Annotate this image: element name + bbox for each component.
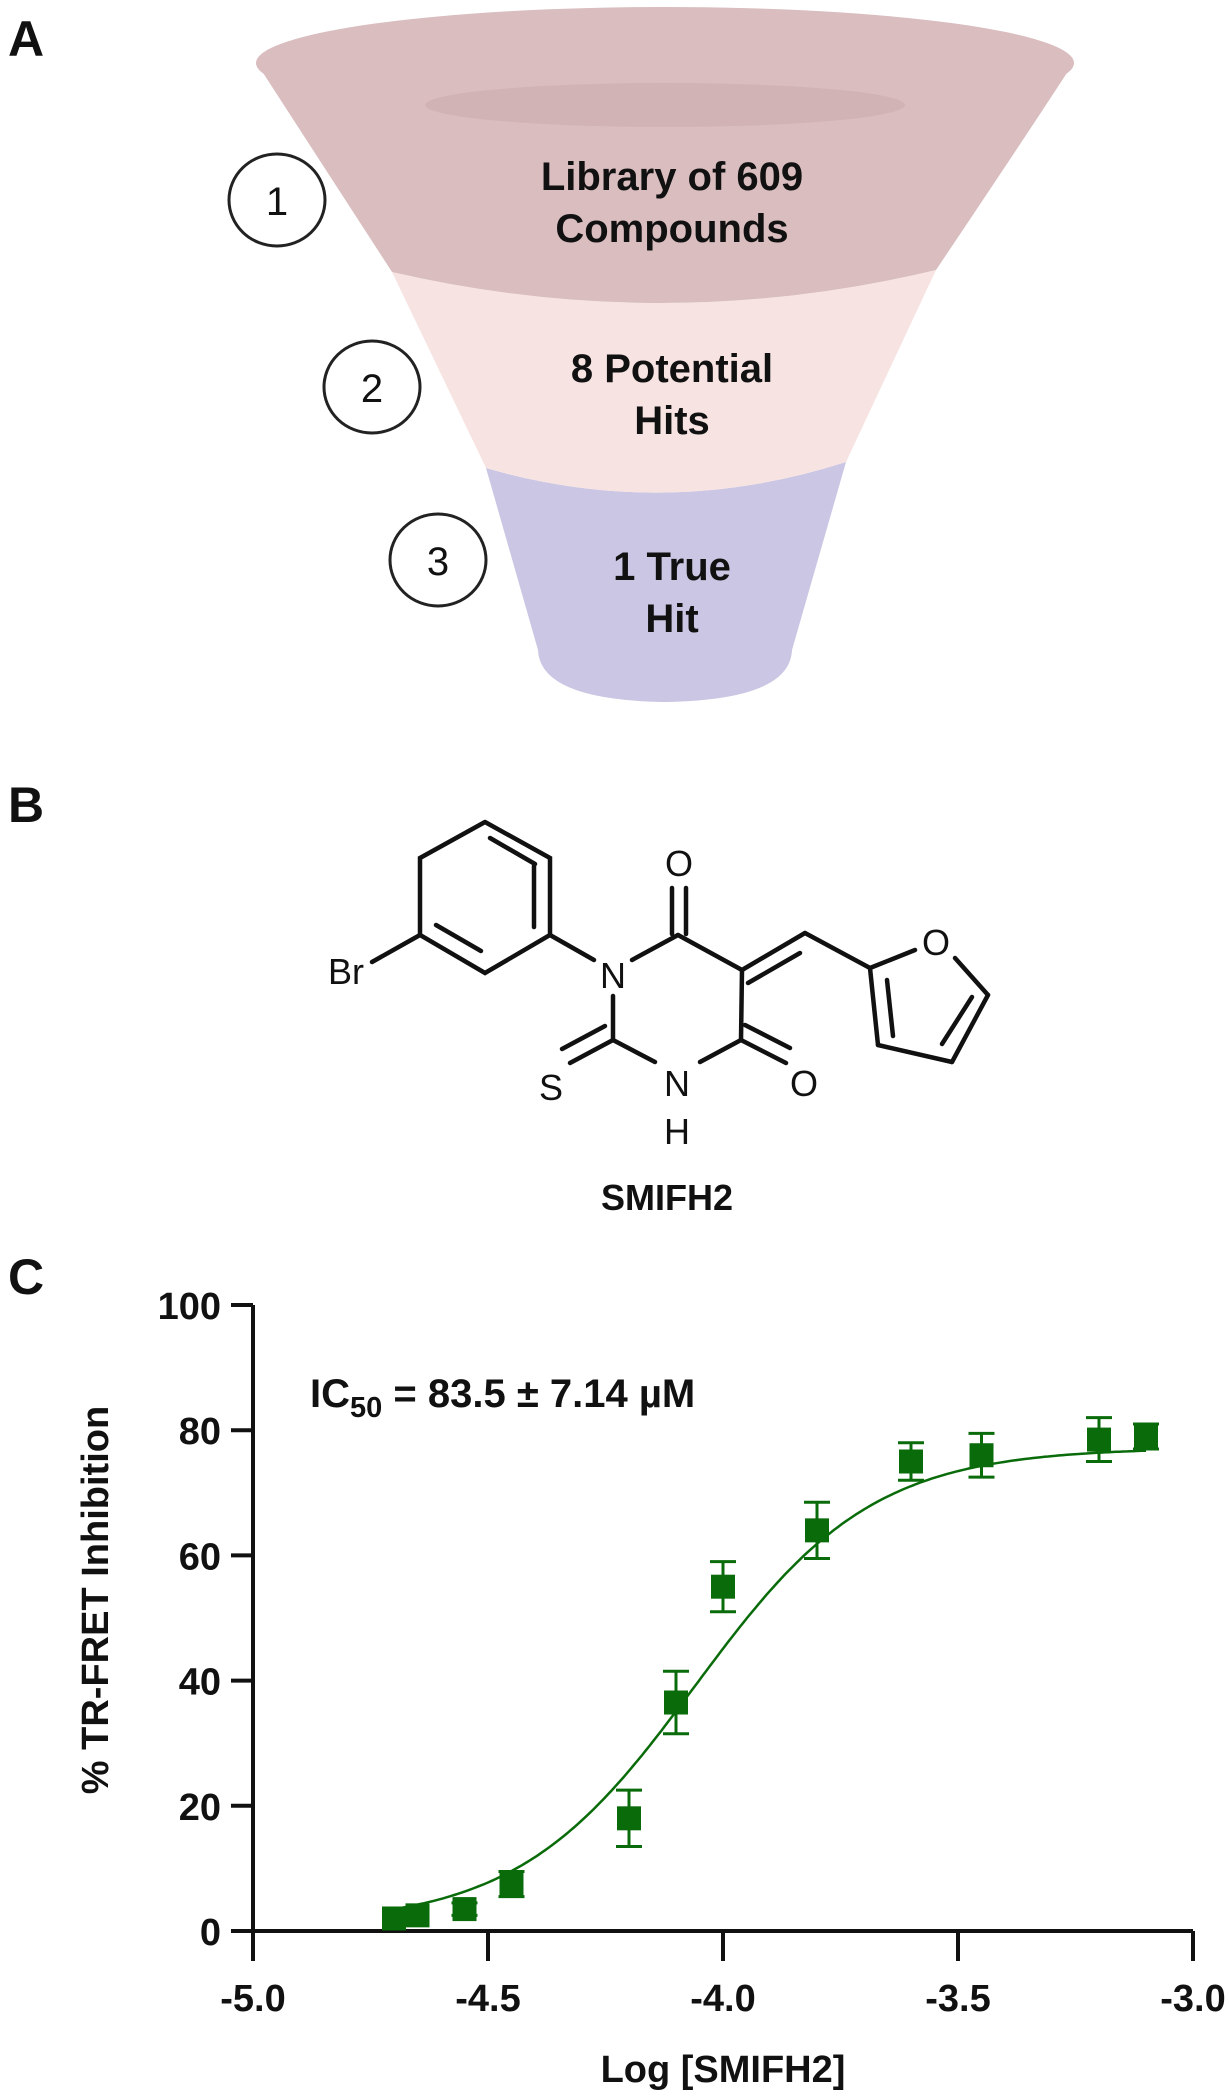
data-point bbox=[382, 1906, 406, 1931]
x-tick-label: -3.0 bbox=[1160, 1978, 1225, 2020]
atom-o-top: O bbox=[665, 843, 693, 884]
data-point bbox=[898, 1441, 924, 1482]
screening-funnel: Library of 609 Compounds 8 Potential Hit… bbox=[227, 7, 1074, 702]
compound-name: SMIFH2 bbox=[601, 1177, 733, 1218]
svg-text:2: 2 bbox=[361, 367, 383, 411]
atom-n3: N bbox=[664, 1063, 690, 1104]
step-2-circle-icon: 2 bbox=[322, 339, 422, 435]
x-tick-label: -3.5 bbox=[925, 1978, 990, 2020]
data-point bbox=[663, 1669, 689, 1736]
data-points bbox=[382, 1416, 1159, 1931]
stage-1-label-line1: Library of 609 bbox=[541, 155, 803, 199]
data-point bbox=[405, 1903, 430, 1928]
data-point bbox=[710, 1560, 736, 1614]
chart-axes: 0 20 40 60 80 100 -5.0 -4.5 -4.0 -3.5 -3.0 bbox=[158, 1286, 1226, 2020]
y-tick-label: 80 bbox=[179, 1411, 221, 1453]
y-tick-label: 20 bbox=[179, 1787, 221, 1829]
funnel-inner-shadow bbox=[425, 83, 905, 127]
stage-2-label-line1: 8 Potential bbox=[571, 347, 773, 391]
x-tick-label: -5.0 bbox=[220, 1978, 285, 2020]
y-tick-label: 100 bbox=[158, 1286, 221, 1328]
step-1-circle-icon: 1 bbox=[227, 152, 327, 248]
svg-text:3: 3 bbox=[427, 540, 449, 584]
data-point bbox=[498, 1870, 525, 1899]
x-tick-label: -4.0 bbox=[690, 1978, 755, 2020]
y-tick-label: 0 bbox=[200, 1912, 221, 1954]
atom-br: Br bbox=[328, 951, 364, 992]
atom-o-furan: O bbox=[922, 922, 950, 963]
funnel-stage-1 bbox=[256, 62, 1074, 304]
stage-3-label-line2: Hit bbox=[645, 597, 698, 641]
data-point bbox=[804, 1500, 830, 1561]
data-point bbox=[968, 1431, 995, 1479]
smifh2-structure bbox=[369, 819, 991, 1066]
atom-o-lower: O bbox=[790, 1063, 818, 1104]
funnel-stage-2 bbox=[392, 270, 936, 493]
stage-3-label-line1: 1 True bbox=[613, 545, 731, 589]
atom-n1: N bbox=[600, 955, 626, 996]
data-point bbox=[451, 1897, 478, 1922]
stage-1-label-line2: Compounds bbox=[555, 207, 788, 251]
data-point bbox=[616, 1788, 642, 1848]
ic50-annotation: IC50 = 83.5 ± 7.14 µM bbox=[310, 1372, 695, 1424]
step-3-circle-icon: 3 bbox=[388, 512, 488, 608]
data-point bbox=[1133, 1422, 1159, 1451]
x-tick-label: -4.5 bbox=[455, 1978, 520, 2020]
y-tick-label: 40 bbox=[179, 1662, 221, 1704]
x-axis-label: Log [SMIFH2] bbox=[601, 2049, 846, 2091]
atom-h: H bbox=[664, 1111, 690, 1152]
atom-s: S bbox=[539, 1067, 563, 1108]
data-point bbox=[1086, 1416, 1112, 1463]
panel-c-label: C bbox=[8, 1249, 45, 1305]
fit-curve bbox=[393, 1449, 1147, 1911]
y-axis-label: % TR-FRET Inhibition bbox=[75, 1406, 117, 1794]
panel-a-label: A bbox=[8, 11, 45, 67]
structure-atom-labels: Br N O S N H O O bbox=[328, 843, 950, 1152]
stage-2-label-line2: Hits bbox=[634, 399, 710, 443]
panel-b-label: B bbox=[8, 777, 45, 833]
funnel-rim bbox=[256, 7, 1074, 119]
dose-response-chart: 0 20 40 60 80 100 -5.0 -4.5 -4.0 -3.5 -3.0 IC50 = … bbox=[75, 1286, 1226, 2091]
funnel-stage-3 bbox=[486, 462, 846, 702]
svg-text:1: 1 bbox=[266, 180, 288, 224]
y-tick-label: 60 bbox=[179, 1536, 221, 1578]
